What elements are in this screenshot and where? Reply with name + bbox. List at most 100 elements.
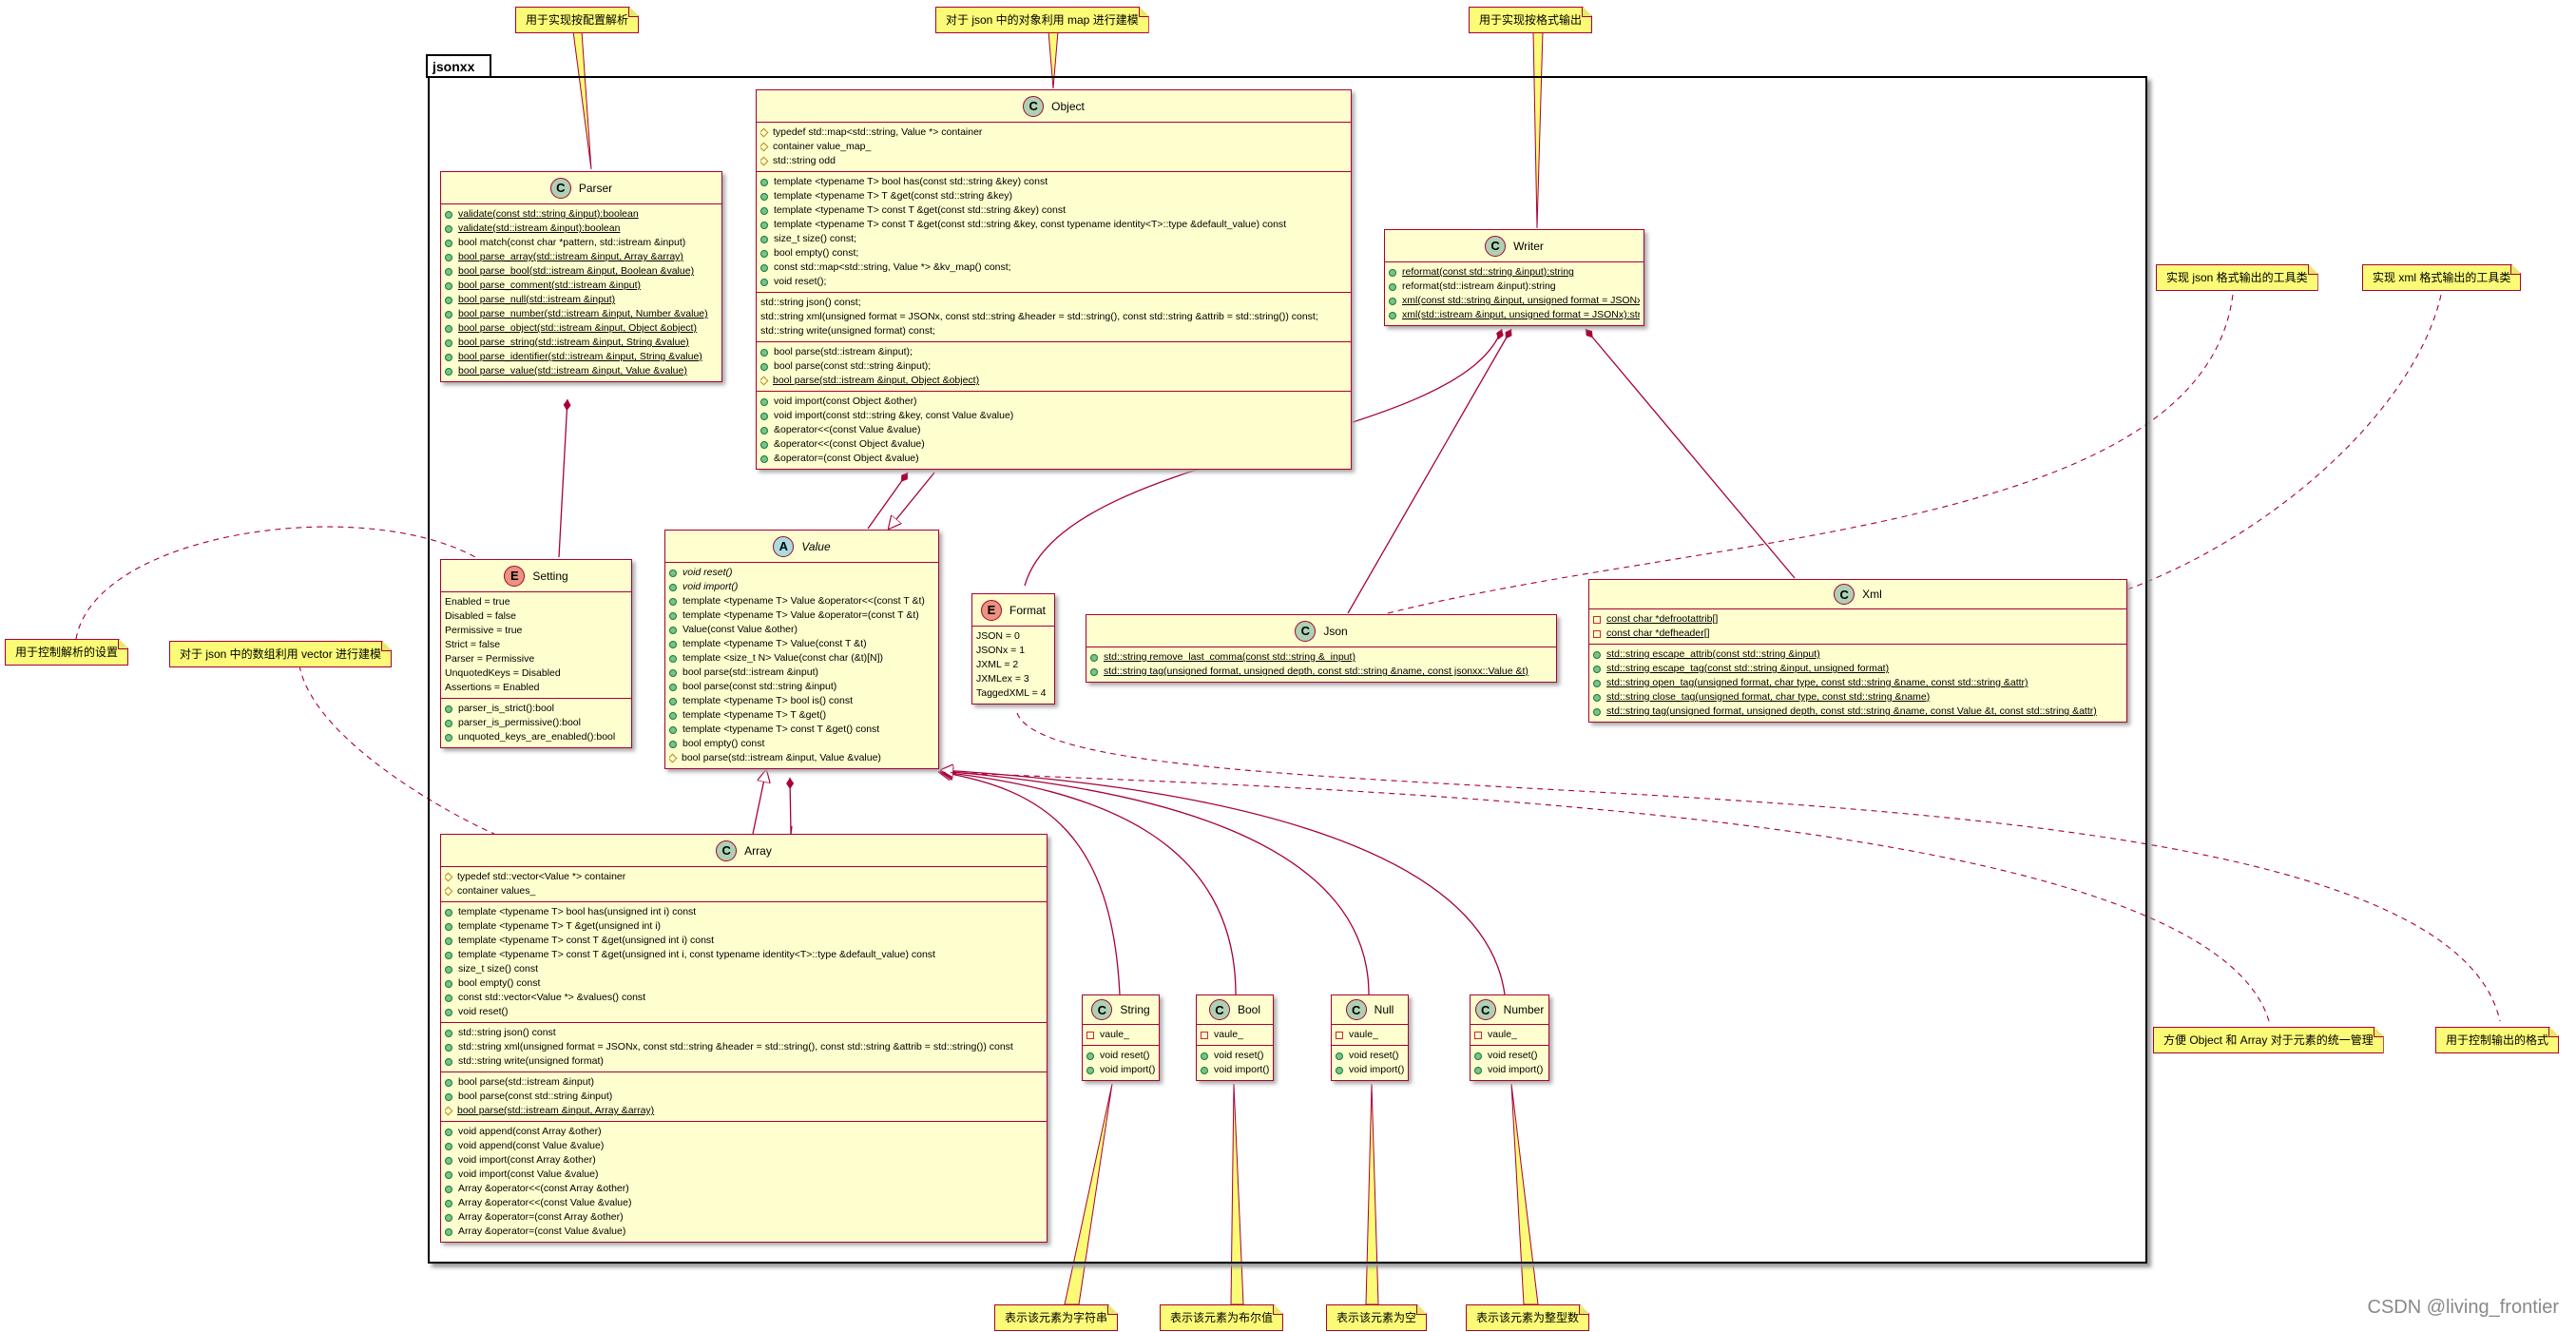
class-stereotype-icon: C — [1834, 584, 1855, 605]
protected-visibility-icon — [669, 753, 678, 763]
class-section: const char *defrootattrib[]const char *d… — [1589, 609, 2126, 645]
class-stereotype-icon: C — [1345, 999, 1367, 1020]
class-section: void reset()void import() — [1332, 1046, 1408, 1080]
private-visibility-icon — [1201, 1031, 1208, 1039]
class-member: void reset() — [669, 566, 934, 580]
class-member: Array &operator<<(const Array &other) — [445, 1182, 1043, 1196]
composition-value-array-2 — [786, 777, 795, 835]
class-member: std::string xml(unsigned format = JSONx,… — [445, 1040, 1043, 1054]
class-member: void import(const std::string &key, cons… — [760, 409, 1347, 423]
class-member: unquoted_keys_are_enabled():bool — [445, 730, 627, 744]
note-string: 表示该元素为字符串 — [994, 1304, 1118, 1331]
class-member: typedef std::vector<Value *> container — [445, 870, 1043, 884]
public-visibility-icon — [445, 1128, 452, 1136]
class-member: template <typename T> T &get() — [669, 708, 934, 723]
public-visibility-icon — [760, 235, 768, 243]
note-format: 用于控制输出的格式 — [2435, 1027, 2559, 1053]
class-member: bool parse(std::istream &input) — [669, 666, 934, 680]
class-member: xml(const std::string &input, unsigned f… — [1389, 294, 1640, 308]
class-member: void reset() — [1336, 1049, 1404, 1063]
class-stereotype-icon: C — [1295, 620, 1317, 642]
class-member: &operator=(const Object &value) — [760, 452, 1347, 466]
class-member: TaggedXML = 4 — [976, 687, 1047, 699]
class-member: template <typename T> const T &get(const… — [760, 203, 1347, 218]
class-member: size_t size() const; — [760, 232, 1347, 246]
class-stereotype-icon: C — [1485, 235, 1507, 257]
class-member: std::string xml(unsigned format = JSONx,… — [760, 311, 1318, 322]
class-member: size_t size() const — [445, 962, 1043, 976]
public-visibility-icon — [445, 719, 452, 727]
protected-visibility-icon — [445, 872, 453, 882]
class-section: bool parse(std::istream &input);bool par… — [757, 342, 1351, 392]
public-visibility-icon — [760, 426, 768, 434]
package-name: jsonxx — [433, 59, 475, 74]
class-section: void append(const Array &other)void appe… — [441, 1122, 1047, 1242]
class-section: reformat(const std::string &input):strin… — [1385, 262, 1644, 325]
class-section: void reset()void import() — [1197, 1046, 1273, 1080]
class-section: vaule_ — [1197, 1025, 1273, 1046]
public-visibility-icon — [445, 1078, 452, 1087]
composition-object-value — [867, 472, 909, 530]
class-member: bool parse_comment(std::istream &input) — [445, 279, 718, 293]
public-visibility-icon — [1336, 1052, 1343, 1060]
class-member: bool match(const char *pattern, std::ist… — [445, 236, 718, 250]
class-member: bool parse_bool(std::istream &input, Boo… — [445, 264, 718, 279]
class-member: void import(const Value &value) — [445, 1168, 1043, 1182]
class-name: Array — [744, 843, 772, 858]
public-visibility-icon — [445, 705, 452, 713]
public-visibility-icon — [669, 725, 677, 734]
class-section: vaule_ — [1332, 1025, 1408, 1046]
class-name: Setting — [532, 569, 568, 583]
class-member: void reset() — [1086, 1049, 1155, 1063]
class-stereotype-icon: C — [549, 177, 571, 199]
class-section: std::string json() const;std::string xml… — [757, 293, 1351, 342]
public-visibility-icon — [669, 668, 677, 677]
note-link-array — [298, 665, 495, 835]
class-member: container values_ — [445, 884, 1043, 898]
class-member: template <typename T> bool has(unsigned … — [445, 905, 1043, 919]
class-member: Disabled = false — [445, 610, 517, 622]
class-member: template <typename T> const T &get(unsig… — [445, 934, 1043, 948]
class-member: const std::map<std::string, Value *> &kv… — [760, 261, 1347, 275]
class-section: validate(const std::string &input):boole… — [441, 204, 721, 381]
public-visibility-icon — [1593, 679, 1601, 687]
public-visibility-icon — [445, 367, 452, 376]
class-member: bool parse_object(std::istream &input, O… — [445, 321, 718, 336]
public-visibility-icon — [445, 210, 452, 219]
class-member: template <typename T> Value(const T &t) — [669, 637, 934, 651]
class-stereotype-icon: C — [1208, 999, 1230, 1020]
class-member: Array &operator=(const Value &value) — [445, 1225, 1043, 1239]
public-visibility-icon — [760, 397, 768, 406]
class-member: std::string write(unsigned format) const… — [760, 325, 935, 337]
class-name: String — [1120, 1003, 1150, 1016]
class-member: bool parse(const std::string &input) — [445, 1090, 1043, 1104]
class-member: typedef std::map<std::string, Value *> c… — [760, 125, 1347, 140]
public-visibility-icon — [445, 253, 452, 261]
class-member: const std::vector<Value *> &values() con… — [445, 991, 1043, 1005]
class-member: std::string open_tag(unsigned format, ch… — [1593, 676, 2123, 690]
class-null[interactable]: C Null vaule_void reset()void import() — [1331, 994, 1409, 1081]
class-member: vaule_ — [1201, 1028, 1269, 1042]
note-number: 表示该元素为整型数 — [1466, 1304, 1589, 1331]
public-visibility-icon — [669, 654, 677, 663]
private-visibility-icon — [1474, 1031, 1482, 1039]
note-bool: 表示该元素为布尔值 — [1160, 1304, 1283, 1331]
public-visibility-icon — [445, 267, 452, 276]
class-name: Null — [1374, 1003, 1394, 1016]
class-member: bool parse(const std::string &input) — [669, 680, 934, 694]
